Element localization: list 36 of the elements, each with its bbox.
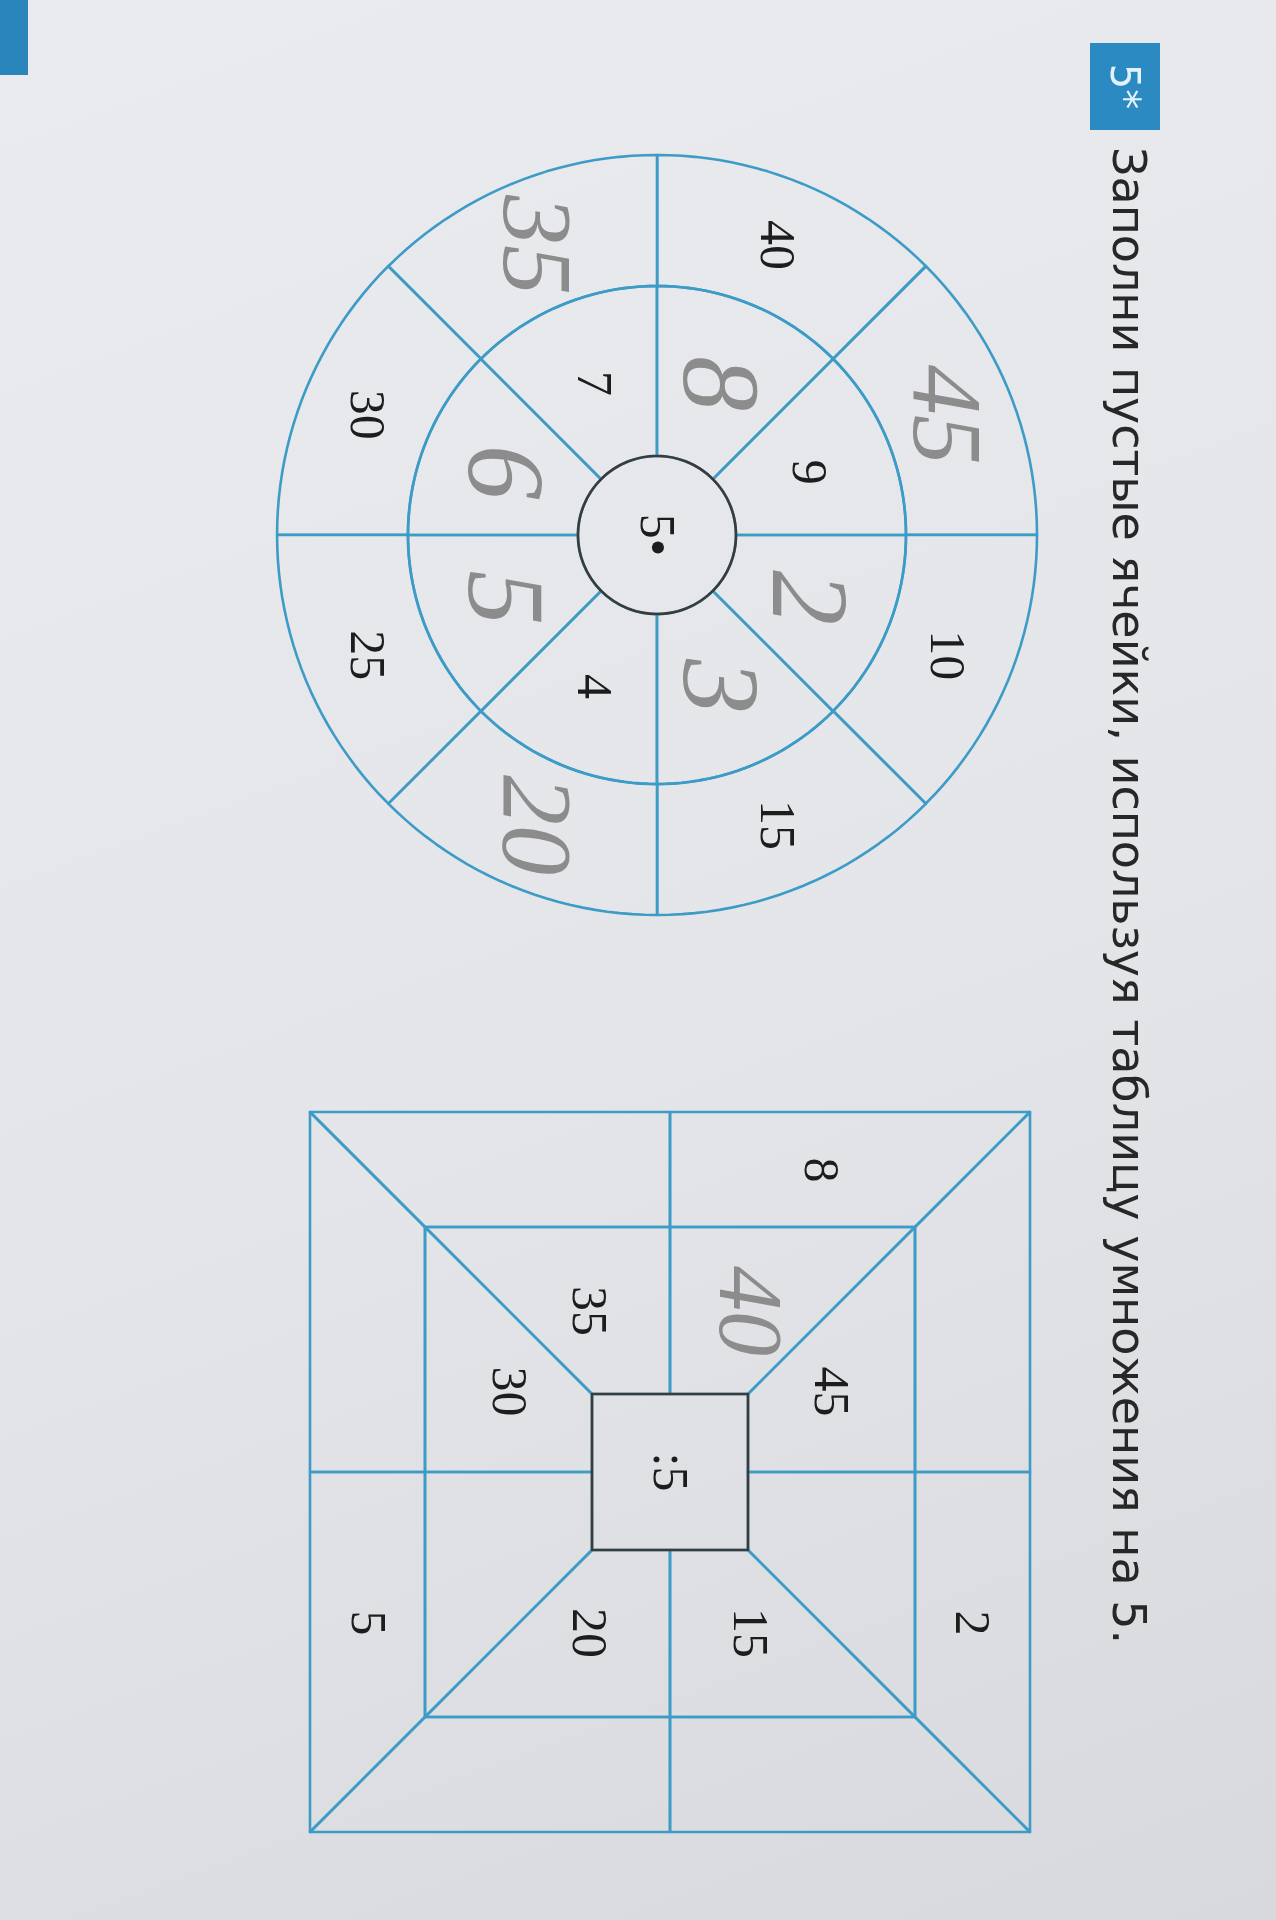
number-label: 15 [758,800,796,851]
handwritten-number: 5 [464,570,547,626]
number-label: 30 [348,389,386,440]
number-label: 35 [571,1286,608,1336]
number-label: 2 [953,1610,991,1636]
number-label: 9 [790,459,828,485]
number-label: 20 [571,1608,608,1658]
badge-fragment [0,0,28,75]
handwritten-number: 8 [679,355,761,411]
grid-cell [912,1109,1033,1475]
handwritten-number: 20 [499,775,574,876]
number-badge [1090,43,1160,130]
handwritten-number: 45 [910,364,985,465]
exercise-number: 5* [1105,63,1145,110]
number-label: 40 [758,219,796,270]
center-circle [575,453,739,617]
handwritten-number: 6 [464,444,547,500]
instruction-text: Заполни пустые ячейки, используя таблицу умножения на 5. [1102,147,1155,1645]
handwritten-number: 40 [717,1266,784,1356]
center-square [589,1391,751,1553]
handwritten-number: 3 [679,659,761,714]
handwritten-number: 35 [499,194,574,295]
number-label: 25 [348,630,386,681]
number-label: 7 [575,370,613,396]
ring-sector [830,263,1040,538]
number-label: 8 [802,1157,840,1183]
number-label: 15 [732,1608,769,1658]
number-label: 30 [490,1366,528,1417]
ring-sector [385,708,660,918]
handwritten-number: 2 [767,570,850,626]
number-label: 4 [575,674,613,699]
number-label: 45 [812,1366,850,1417]
operation-label: :5 [651,1452,689,1492]
number-label: 5 [349,1610,387,1636]
operation-label: 5• [638,513,676,557]
number-label: 10 [928,630,966,681]
